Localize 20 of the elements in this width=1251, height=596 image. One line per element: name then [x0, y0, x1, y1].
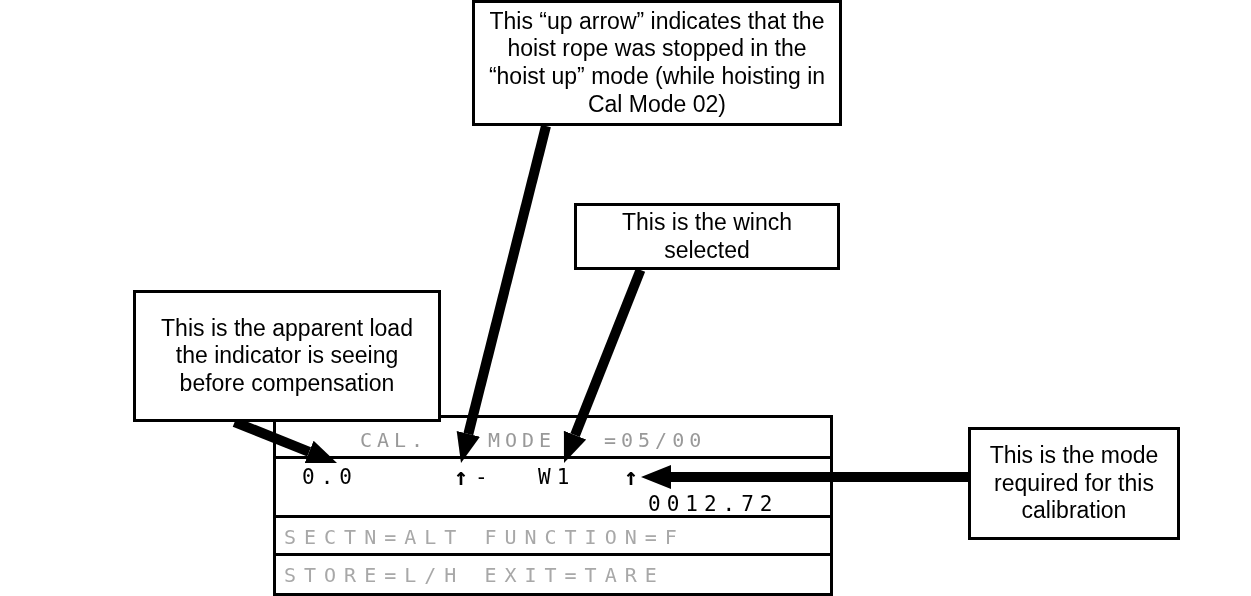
callout-box: This is the apparent load the indicator is seeing before compensation: [133, 290, 441, 422]
arrow: [563, 268, 646, 463]
display-text: =05/00: [604, 428, 707, 452]
display-panel: [273, 415, 833, 596]
callout-box: This “up arrow” indicates that the hoist rope was stopped in the “hoist up” mode (while hoisting in Cal Mode 02): [472, 0, 842, 126]
up-arrow-symbol: ↑: [621, 463, 641, 491]
display-text: CAL.: [360, 428, 429, 452]
display-line: STORE=L/H EXIT=TARE: [276, 556, 830, 594]
display-reading: 0012.72: [648, 492, 826, 516]
dash-symbol: -: [475, 463, 489, 491]
up-arrow-symbol: ↑: [451, 463, 471, 491]
callout-box: This is the winch selected: [574, 203, 840, 270]
arrow: [456, 124, 551, 463]
load-reading: 0.0: [302, 463, 372, 491]
display-line-panel: [276, 456, 830, 518]
callout-box: This is the mode required for this calibration: [968, 427, 1180, 540]
display-line: SECTN=ALT FUNCTION=F: [276, 518, 830, 556]
winch-code: W1: [538, 463, 590, 491]
arrow: [641, 465, 968, 489]
display-text: MODE: [488, 428, 557, 452]
